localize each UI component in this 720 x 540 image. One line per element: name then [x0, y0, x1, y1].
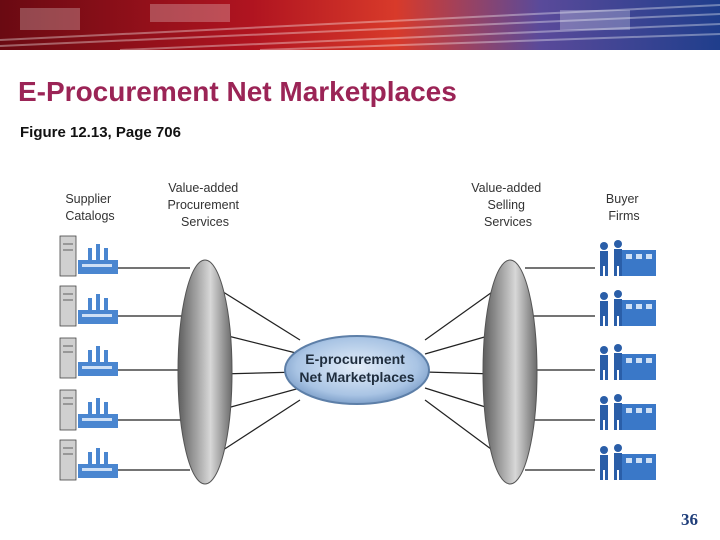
procurement-services-lens [177, 259, 233, 485]
supplier-server-factory-icon [59, 439, 118, 481]
figure-caption: Figure 12.13, Page 706 [20, 124, 181, 141]
slide-title: E-Procurement Net Marketplaces [18, 76, 457, 107]
buyer-people-building-icon [600, 240, 656, 276]
supplier-server-factory-icon [59, 285, 118, 327]
header-banner [0, 0, 720, 50]
hub-label: E-procurement Net Marketplaces [299, 351, 414, 385]
banner-graphic [0, 0, 720, 50]
selling-services-label: Value-added Selling Services [471, 181, 544, 229]
supplier-server-factory-icon [59, 389, 118, 431]
buyer-people-building-icon [600, 444, 656, 480]
procurement-services-label: Value-added Procurement Services [167, 181, 242, 229]
supplier-server-factory-icon [59, 337, 118, 379]
net-marketplace-hub [284, 335, 430, 405]
buyer-firms-label: Buyer Firms [606, 192, 642, 223]
supplier-catalogs-label: Supplier Catalogs [65, 192, 114, 223]
selling-services-lens [482, 259, 538, 485]
supplier-icons [59, 235, 118, 481]
buyer-people-building-icon [600, 290, 656, 326]
buyer-people-building-icon [600, 344, 656, 380]
buyer-icons [600, 240, 656, 480]
supplier-server-factory-icon [59, 235, 118, 277]
page-number: 36 [681, 510, 698, 529]
buyer-people-building-icon [600, 394, 656, 430]
